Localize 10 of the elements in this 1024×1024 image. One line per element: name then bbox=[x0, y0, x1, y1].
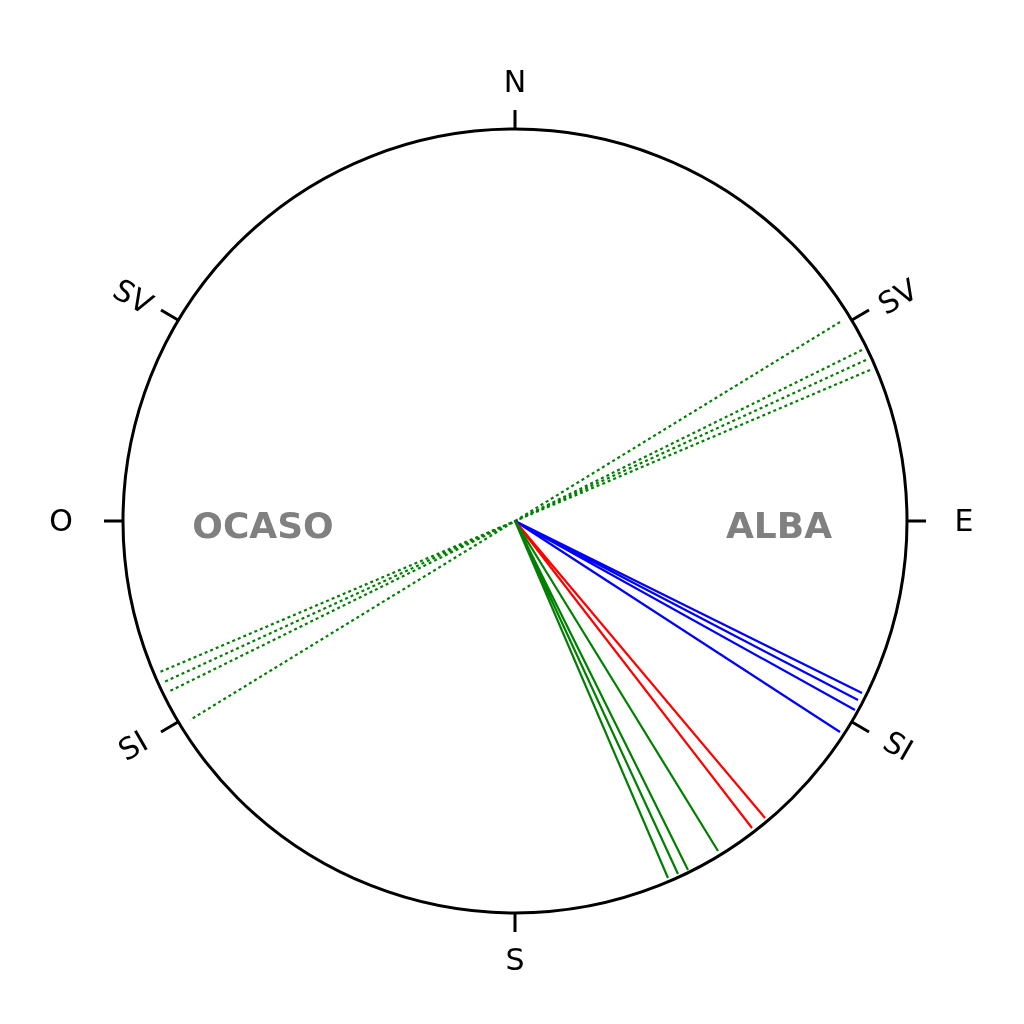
compass-point-label: N bbox=[503, 67, 527, 97]
compass-point-label: O bbox=[49, 506, 73, 536]
compass-point-label: SV bbox=[873, 274, 923, 320]
compass-point-label: S bbox=[505, 945, 525, 975]
compass-point-label: SI bbox=[878, 726, 918, 766]
region-label: ALBA bbox=[725, 508, 833, 544]
region-label: OCASO bbox=[192, 508, 334, 544]
compass-point-label: E bbox=[954, 506, 974, 536]
compass-point-label: SI bbox=[113, 726, 153, 766]
compass-point-label: SV bbox=[108, 274, 158, 320]
